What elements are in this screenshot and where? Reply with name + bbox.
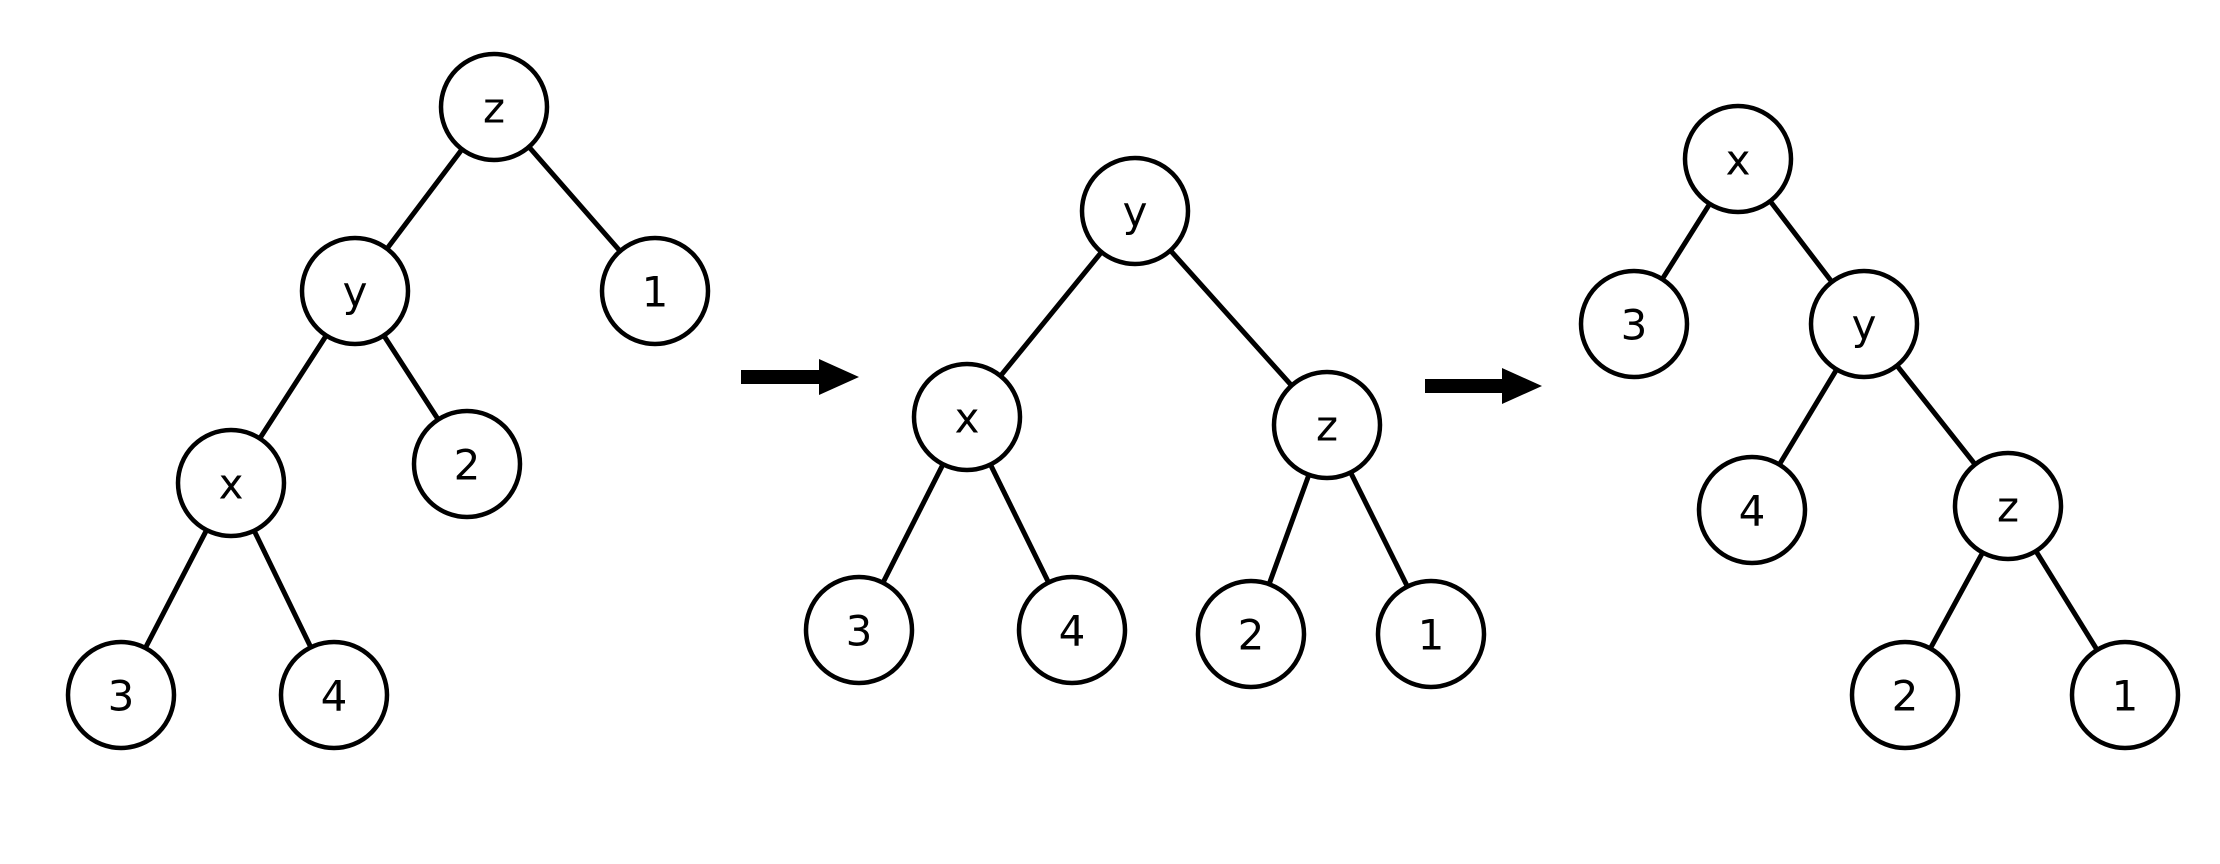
node-label: 4 (1059, 607, 1086, 656)
node-label: 3 (1621, 301, 1648, 350)
node-n3: 3 (65, 639, 177, 751)
node-circle (1375, 578, 1487, 690)
edge-x-n3 (143, 528, 209, 650)
node-circle (175, 427, 287, 539)
node-circle (1016, 574, 1128, 686)
node-z: z (1271, 369, 1383, 481)
node-n3: 3 (803, 574, 915, 686)
node-n4: 4 (278, 639, 390, 751)
node-label: x (219, 460, 244, 509)
node-n3: 3 (1578, 268, 1690, 380)
node-circle (411, 408, 523, 520)
node-n4: 4 (1016, 574, 1128, 686)
node-circle (599, 235, 711, 347)
node-label: 2 (454, 441, 481, 490)
edge-x-n4 (988, 463, 1051, 584)
node-circle (803, 574, 915, 686)
node-circle (299, 235, 411, 347)
edge-y-x (257, 334, 329, 440)
node-n2: 2 (1849, 639, 1961, 751)
node-label: x (1726, 136, 1751, 185)
node-circle (911, 361, 1023, 473)
node-n4: 4 (1696, 454, 1808, 566)
node-label: y (1852, 301, 1877, 350)
node-y: y (299, 235, 411, 347)
node-z: z (1952, 450, 2064, 562)
node-circle (2069, 639, 2181, 751)
node-circle (278, 639, 390, 751)
edge-y-n4 (1777, 368, 1839, 466)
node-n2: 2 (1195, 578, 1307, 690)
node-circle (1195, 578, 1307, 690)
edge-x-y (1768, 199, 1834, 284)
edge-z-y (384, 147, 465, 251)
node-label: 2 (1892, 672, 1919, 721)
right-arrow-icon (1425, 368, 1542, 404)
node-n1: 1 (1375, 578, 1487, 690)
right-arrow-icon (741, 359, 859, 395)
node-circle (1682, 103, 1794, 215)
node-label: 1 (642, 268, 669, 317)
node-label: 2 (1238, 611, 1265, 660)
edge-y-x (998, 250, 1104, 378)
node-circle (1578, 268, 1690, 380)
node-x: x (911, 361, 1023, 473)
edge-x-n3 (1660, 202, 1712, 281)
node-n2: 2 (411, 408, 523, 520)
node-label: 1 (1418, 611, 1445, 660)
node-label: z (1997, 483, 2019, 532)
node-label: 4 (321, 672, 348, 721)
node-label: z (483, 84, 505, 133)
edge-y-z (1168, 248, 1294, 388)
edge-y-z (1894, 364, 1978, 466)
node-n1: 1 (2069, 639, 2181, 751)
node-circle (1271, 369, 1383, 481)
node-circle (1808, 268, 1920, 380)
node-circle (1952, 450, 2064, 562)
edge-y-n2 (381, 334, 441, 421)
tree-2: y x z 3 4 2 1 (803, 155, 1487, 690)
node-label: y (343, 268, 368, 317)
node-circle (438, 51, 550, 163)
node-n1: 1 (599, 235, 711, 347)
node-label: 3 (108, 672, 135, 721)
node-label: 1 (2112, 672, 2139, 721)
edge-z-n2 (1266, 473, 1312, 586)
edge-z-n1 (527, 145, 622, 253)
node-circle (1849, 639, 1961, 751)
edge-x-n3 (880, 463, 946, 584)
node-x: x (1682, 103, 1794, 215)
node-label: 4 (1739, 487, 1766, 536)
edge-z-n1 (2033, 549, 2100, 652)
node-circle (1079, 155, 1191, 267)
node-label: z (1316, 402, 1338, 451)
edge-z-n2 (1928, 551, 1985, 650)
tree-1: z y 1 x 2 3 4 (65, 51, 711, 751)
node-circle (1696, 454, 1808, 566)
node-y: y (1079, 155, 1191, 267)
node-label: 3 (846, 607, 873, 656)
node-circle (65, 639, 177, 751)
node-y: y (1808, 268, 1920, 380)
node-label: y (1123, 188, 1148, 237)
node-x: x (175, 427, 287, 539)
node-label: x (955, 394, 980, 443)
node-z: z (438, 51, 550, 163)
tree-3: x 3 y 4 z 2 1 (1578, 103, 2181, 751)
edge-x-n4 (251, 529, 314, 649)
edge-z-n1 (1348, 471, 1410, 588)
